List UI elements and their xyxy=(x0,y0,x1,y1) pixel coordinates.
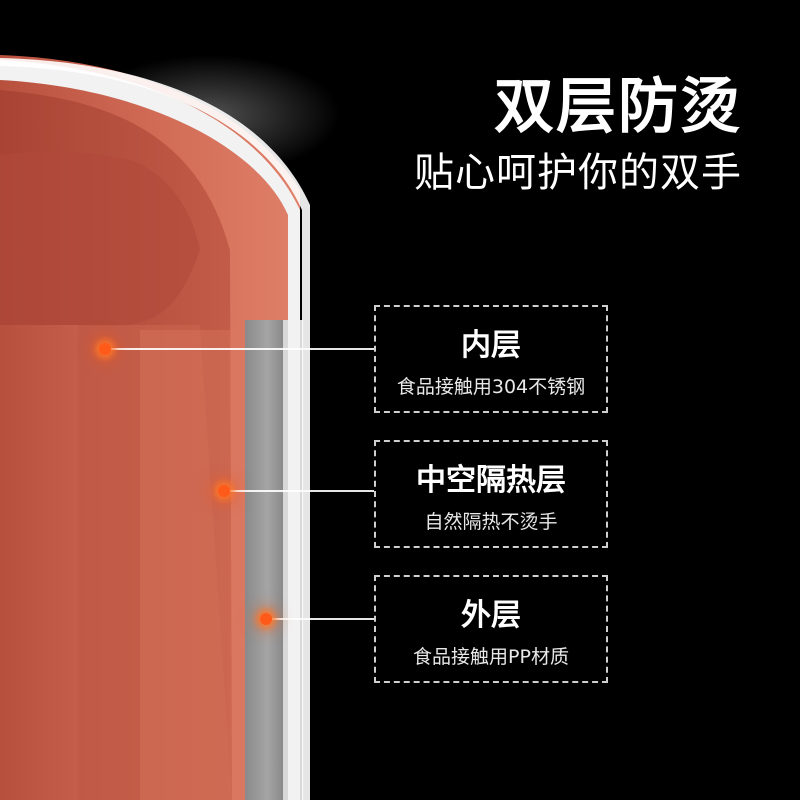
subline: 贴心呵护你的双手 xyxy=(414,150,742,196)
callout-title: 外层 xyxy=(461,597,521,633)
callout-title: 内层 xyxy=(461,327,521,363)
callout-inner-layer: 内层 食品接触用304不锈钢 xyxy=(374,305,608,413)
callout-title: 中空隔热层 xyxy=(416,462,566,498)
marker-dot-middle xyxy=(218,485,230,497)
callout-outer-layer: 外层 食品接触用PP材质 xyxy=(374,575,608,683)
leader-line-outer xyxy=(266,618,374,620)
callout-insulation-layer: 中空隔热层 自然隔热不烫手 xyxy=(374,440,608,548)
marker-dot-outer xyxy=(260,613,272,625)
callout-desc: 自然隔热不烫手 xyxy=(424,510,558,533)
callout-desc: 食品接触用304不锈钢 xyxy=(396,375,586,398)
insulation-layer xyxy=(245,320,290,800)
leader-line-middle xyxy=(224,490,374,492)
callout-desc: 食品接触用PP材质 xyxy=(413,645,569,668)
marker-dot-inner xyxy=(99,343,111,355)
leader-line-inner xyxy=(105,348,374,350)
headline: 双层防烫 xyxy=(494,72,742,142)
